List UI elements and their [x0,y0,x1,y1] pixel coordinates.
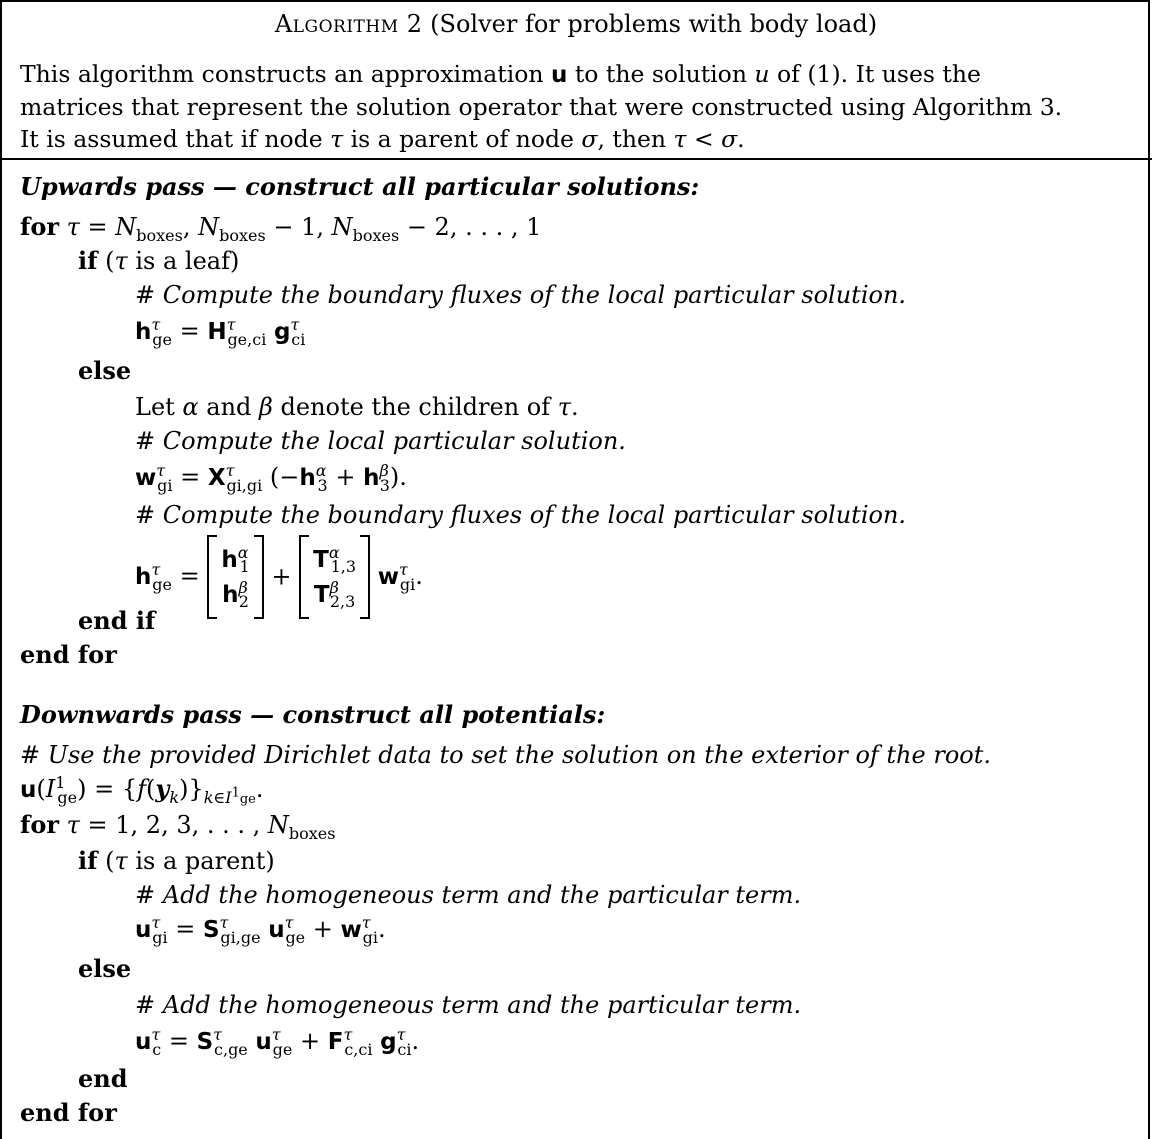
upward-for-line: for τ = Nboxes, Nboxes − 1, Nboxes − 2, … [20,212,542,245]
for-keyword-2: for [20,810,59,839]
eq-local-solution: wτgi = Xτgi,gi (−hα3 + hβ3). [135,461,407,495]
algorithm-label: Algorithm 2 [274,10,423,38]
downward-if-line: if (τ is a parent) [78,846,275,875]
upward-end-for: end for [20,640,117,669]
comment-local-flux: # Compute the boundary fluxes of the loc… [135,501,907,529]
for-keyword: for [20,212,59,241]
description-line-3: It is assumed that if node τ is a parent… [20,125,745,153]
comment-leaf-flux: # Compute the boundary fluxes of the loc… [135,281,907,309]
children-line: Let α and β denote the children of τ. [135,393,579,421]
description-line-2: matrices that represent the solution ope… [20,93,1063,121]
comment-parent: # Add the homogeneous term and the parti… [135,881,802,909]
comment-dirichlet: # Use the provided Dirichlet data to set… [20,741,991,769]
downward-for-line: for τ = 1, 2, 3, . . . , Nboxes [20,810,336,843]
flux-vector-bracket: hα1 hβ2 [207,534,264,619]
upward-if-line: if (τ is a leaf) [78,246,240,275]
operator-matrix-bracket: Tα1,3 Tβ2,3 [299,534,371,619]
upward-heading: Upwards pass — construct all particular … [20,172,700,201]
algorithm-title: Algorithm 2 (Solver for problems with bo… [0,10,1152,38]
comment-local-solution: # Compute the local particular solution. [135,427,626,455]
eq-parent-flux: hτge = hα1 hβ2 + Tα1,3 Tβ2,3 wτgi. [135,530,423,622]
header-rule [0,158,1152,160]
downward-end-for: end for [20,1098,117,1127]
eq-leaf-potential: uτc = Sτc,ge uτge + Fτc,ci gτci. [135,1025,420,1059]
algorithm-description: This algorithm constructs an approximati… [20,58,1140,155]
downward-else: else [78,954,132,983]
eq-leaf-flux: hτge = Hτge,ci gτci [135,315,306,349]
eq-root-data: u(I1ge) = {f(yk)}k∈I1ge. [20,773,264,807]
upward-else: else [78,356,132,385]
upward-end-if: end if [78,606,156,635]
algorithm-subtitle: (Solver for problems with body load) [430,10,878,38]
description-line-1: This algorithm constructs an approximati… [20,60,981,88]
if-keyword-2: if [78,846,98,875]
downward-heading: Downwards pass — construct all potential… [20,700,606,729]
eq-parent-potential: uτgi = Sτgi,ge uτge + wτgi. [135,913,386,947]
downward-end: end [78,1064,128,1093]
comment-leaf-potential: # Add the homogeneous term and the parti… [135,991,802,1019]
if-keyword: if [78,246,98,275]
